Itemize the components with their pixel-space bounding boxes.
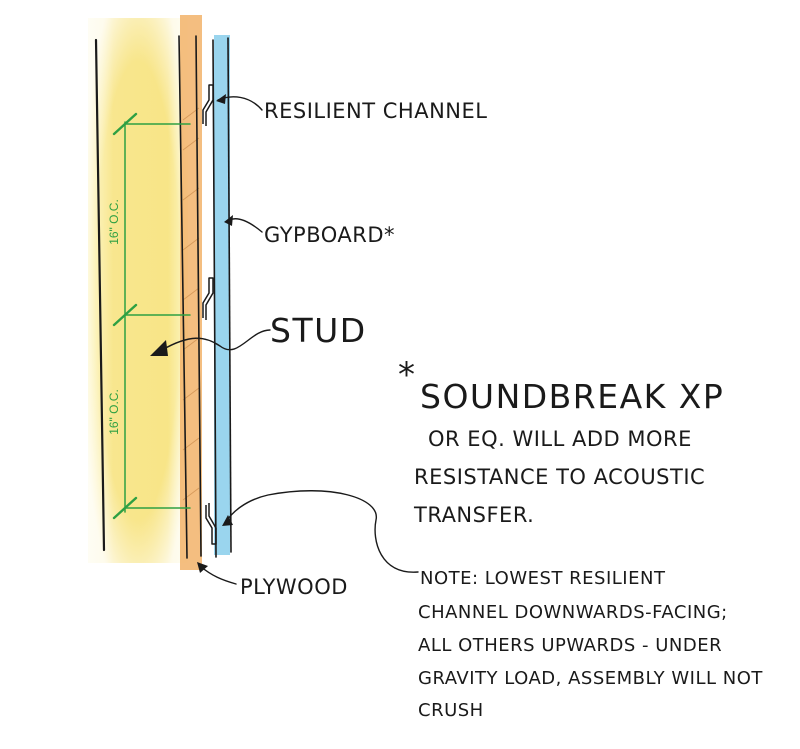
footnote-title: SOUNDBREAK XP — [420, 377, 724, 416]
arrowhead-gypboard — [224, 215, 233, 226]
gypboard-right-edge — [227, 37, 232, 553]
dimension-lines — [112, 112, 191, 520]
dimension-tick-bottom — [112, 496, 138, 520]
label-plywood: PLYWOOD — [240, 575, 348, 599]
arrowhead-resilient-channel — [216, 94, 226, 104]
resilient-channel-bottom — [205, 503, 217, 545]
resilient-channel-middle — [202, 277, 214, 320]
gypboard-fill — [214, 35, 230, 555]
arrowhead-plywood — [197, 562, 208, 573]
leader-arrowheads — [150, 94, 233, 573]
dimension-tick-top — [112, 112, 138, 136]
stud-left-edge — [94, 38, 106, 552]
note-line-4: GRAVITY LOAD, ASSEMBLY WILL NOT — [418, 668, 763, 689]
note-line-2: CHANNEL DOWNWARDS-FACING; — [418, 602, 728, 623]
footnote-line-2: RESISTANCE TO ACOUSTIC — [414, 465, 705, 489]
label-gypboard: GYPBOARD* — [264, 223, 395, 247]
plywood-right-edge — [195, 35, 202, 557]
stud-fill-fade — [88, 18, 188, 563]
leader-note — [225, 490, 419, 573]
note-line-5: CRUSH — [418, 700, 484, 721]
dimension-label-upper: 16" O.C. — [107, 199, 121, 245]
wall-lines — [94, 35, 232, 559]
dimension-tick-middle — [112, 303, 138, 327]
label-resilient-channel: RESILIENT CHANNEL — [264, 99, 487, 123]
label-stud: STUD — [270, 311, 367, 350]
resilient-channels — [202, 84, 217, 545]
footnote-marker: * — [398, 355, 415, 395]
arrowhead-note — [222, 515, 233, 526]
plywood-hatching — [182, 107, 200, 501]
arrowhead-stud — [150, 340, 168, 356]
resilient-channel-top — [202, 84, 214, 126]
footnote-line-1: OR EQ. WILL ADD MORE — [428, 427, 692, 451]
plywood-left-edge — [178, 35, 188, 559]
note-line-3: ALL OTHERS UPWARDS - UNDER — [418, 635, 722, 656]
note-line-1: NOTE: LOWEST RESILIENT — [420, 568, 666, 589]
leader-stud — [161, 329, 271, 351]
gypboard-left-edge — [212, 39, 217, 558]
footnote-line-3: TRANSFER. — [413, 503, 534, 527]
leader-plywood — [199, 565, 237, 585]
dimension-label-lower: 16" O.C. — [107, 389, 121, 435]
